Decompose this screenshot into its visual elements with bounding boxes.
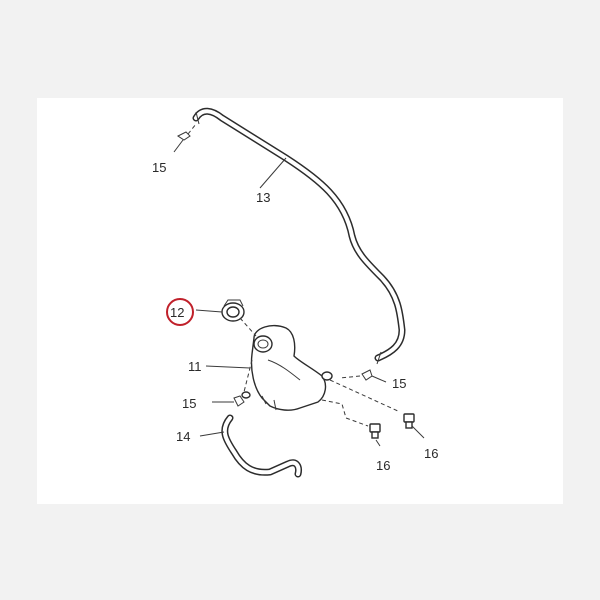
highlight-circle-12 bbox=[166, 298, 194, 326]
hose-14 bbox=[221, 414, 302, 478]
callout-13: 13 bbox=[256, 190, 270, 205]
bolt-16-right bbox=[403, 413, 415, 429]
callout-14: 14 bbox=[176, 429, 190, 444]
clip-15-right bbox=[339, 369, 387, 383]
bolt-16-center bbox=[369, 423, 381, 439]
callout-12: 12 bbox=[170, 305, 184, 320]
cap-12 bbox=[221, 299, 245, 322]
callout-15-right: 15 bbox=[392, 376, 406, 391]
callout-11: 11 bbox=[188, 359, 202, 374]
callout-16-right: 16 bbox=[424, 446, 438, 461]
hose-13 bbox=[192, 107, 406, 365]
clip-15-left bbox=[212, 395, 245, 407]
reservoir-tank-11 bbox=[241, 324, 333, 411]
callout-15-left: 15 bbox=[182, 396, 196, 411]
leader-lines bbox=[195, 157, 425, 447]
callout-15-top: 15 bbox=[152, 160, 166, 175]
clip-15-top bbox=[173, 123, 197, 153]
callout-16-center: 16 bbox=[376, 458, 390, 473]
